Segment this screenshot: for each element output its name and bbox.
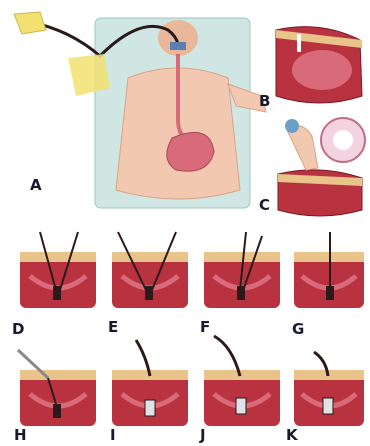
fat-d [20, 252, 96, 262]
mouthpiece [170, 42, 186, 50]
panel-b-illustration [276, 27, 362, 103]
row-1-cross-sections [20, 232, 364, 308]
glove-hand [14, 12, 46, 34]
panel-c-illustration [278, 118, 365, 216]
label-i: I [110, 428, 116, 443]
panel-k-illustration [294, 352, 364, 426]
panel-g-illustration [294, 232, 364, 308]
bumper-k [323, 398, 333, 414]
panel-f-illustration [204, 232, 280, 308]
panel-d-illustration [20, 232, 96, 308]
fat-f [204, 252, 280, 262]
label-d: D [12, 322, 24, 337]
bumper-j [236, 398, 246, 414]
panel-a-illustration [14, 12, 266, 208]
fat-h [20, 370, 96, 380]
panel-i-illustration [112, 340, 188, 426]
label-h: H [14, 428, 27, 443]
stomach [167, 132, 214, 171]
scope-tip-d [53, 286, 61, 300]
glove-cuff-c [285, 119, 299, 133]
label-a: A [30, 178, 42, 193]
scope-tip-f [237, 286, 245, 300]
scope-tip-g [326, 286, 334, 300]
panel-e-illustration [112, 232, 188, 308]
fat-j [204, 370, 280, 380]
label-c: C [259, 198, 270, 213]
label-e: E [108, 320, 118, 335]
stomach-lumen-b [292, 50, 352, 90]
label-k: K [286, 428, 298, 443]
label-b: B [259, 94, 270, 109]
light-beam-b [297, 34, 301, 52]
panel-h-illustration [18, 350, 96, 426]
label-g: G [292, 322, 304, 337]
scope-tip-e [145, 286, 153, 300]
patient-head [158, 20, 198, 56]
bumper-i [145, 400, 155, 416]
panel-j-illustration [204, 336, 280, 426]
label-j: J [200, 428, 206, 443]
label-f: F [200, 320, 210, 335]
fat-e [112, 252, 188, 262]
light-spot [333, 130, 353, 150]
row-2-cross-sections [18, 336, 364, 426]
scope-tip-h [53, 404, 61, 418]
